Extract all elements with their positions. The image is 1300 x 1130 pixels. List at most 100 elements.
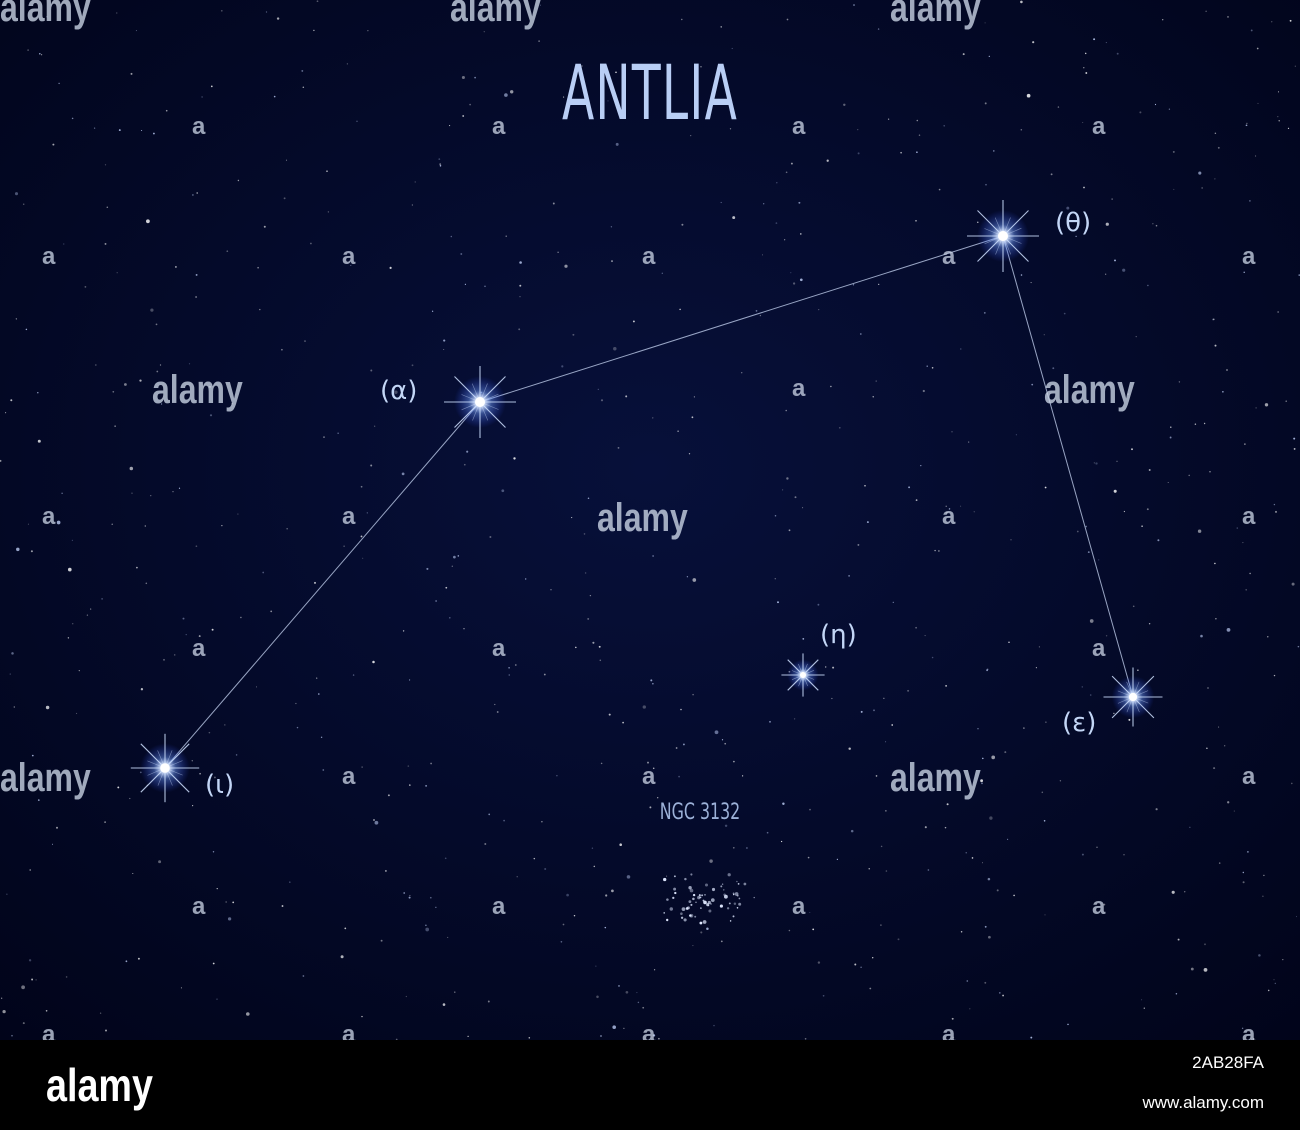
- background-star: [67, 637, 70, 639]
- background-star: [1273, 503, 1276, 506]
- background-star: [1215, 618, 1217, 620]
- background-star: [831, 697, 833, 700]
- background-star: [732, 216, 736, 220]
- background-star: [625, 395, 628, 398]
- background-star: [232, 901, 235, 904]
- cluster-star: [727, 873, 731, 877]
- watermark-mark: a: [342, 1021, 356, 1041]
- background-star: [31, 754, 34, 757]
- background-star: [1289, 19, 1292, 22]
- background-star: [84, 286, 87, 288]
- background-star: [599, 659, 602, 662]
- background-star: [450, 235, 453, 238]
- background-star: [510, 90, 514, 94]
- background-star: [63, 243, 65, 245]
- background-star: [86, 614, 89, 616]
- background-star: [11, 652, 14, 655]
- background-star: [1141, 525, 1143, 528]
- star-label-alpha: (α): [380, 376, 418, 406]
- background-star: [370, 369, 373, 372]
- background-star: [1190, 967, 1194, 971]
- background-star: [605, 894, 608, 897]
- background-star: [460, 253, 463, 255]
- background-star: [966, 980, 969, 982]
- background-star: [21, 985, 25, 990]
- background-star: [439, 163, 442, 165]
- background-star: [793, 718, 796, 720]
- background-star: [213, 776, 216, 779]
- background-star: [384, 869, 387, 872]
- background-star: [374, 425, 376, 427]
- background-star: [1285, 400, 1287, 402]
- background-star: [337, 432, 339, 434]
- background-star: [195, 545, 198, 548]
- site-url[interactable]: www.alamy.com: [1142, 1093, 1264, 1112]
- background-star: [285, 159, 288, 161]
- background-star: [1084, 52, 1087, 55]
- background-star: [774, 514, 777, 517]
- background-star: [1143, 1007, 1145, 1009]
- background-star: [611, 260, 613, 263]
- background-star: [897, 938, 900, 941]
- background-star: [1067, 1023, 1069, 1026]
- background-star: [618, 984, 620, 987]
- background-star: [1075, 235, 1077, 237]
- background-star: [1295, 916, 1298, 918]
- footer-logo[interactable]: alamy: [46, 1059, 153, 1111]
- background-star: [812, 928, 815, 931]
- background-star: [295, 702, 297, 705]
- background-star: [1167, 481, 1169, 484]
- background-star: [130, 72, 133, 75]
- background-star: [885, 810, 887, 812]
- background-star: [802, 507, 804, 509]
- background-star: [1087, 551, 1090, 553]
- background-star: [296, 726, 299, 729]
- background-star: [257, 266, 259, 269]
- background-star: [174, 265, 177, 268]
- background-star: [1255, 407, 1257, 409]
- background-star: [1218, 726, 1220, 728]
- background-star: [494, 703, 496, 706]
- background-star: [152, 132, 155, 135]
- background-star: [666, 875, 668, 877]
- background-star: [714, 730, 719, 735]
- background-star: [467, 1035, 469, 1038]
- background-star: [868, 868, 870, 870]
- background-star: [22, 1022, 25, 1025]
- background-star: [1131, 448, 1133, 451]
- background-star: [52, 143, 55, 146]
- background-star: [1154, 103, 1157, 106]
- background-star: [1020, 0, 1023, 4]
- background-star: [1245, 589, 1247, 591]
- watermark-logo: alamy: [597, 496, 688, 540]
- background-star: [825, 666, 827, 668]
- background-star: [1207, 687, 1209, 689]
- background-star: [11, 1034, 13, 1037]
- star-chart: [0, 0, 1300, 1040]
- background-star: [1242, 871, 1244, 874]
- star-epsilon: [1103, 667, 1163, 727]
- watermark-mark: a: [942, 503, 956, 530]
- star-eta: [781, 653, 825, 697]
- background-star: [615, 71, 617, 74]
- background-star: [13, 706, 15, 708]
- background-star: [636, 992, 638, 994]
- background-star: [435, 600, 437, 602]
- background-star: [637, 1001, 640, 1004]
- background-star: [652, 767, 655, 770]
- background-star: [652, 555, 654, 557]
- line-alpha-theta: [479, 235, 1004, 403]
- background-star: [788, 929, 791, 932]
- background-star: [625, 990, 629, 994]
- background-star: [525, 578, 527, 580]
- background-star: [1277, 115, 1279, 118]
- background-star: [464, 283, 466, 285]
- background-star: [971, 857, 974, 859]
- background-star: [1233, 810, 1235, 812]
- background-star: [945, 685, 947, 687]
- background-star: [191, 760, 193, 762]
- background-star: [1277, 91, 1280, 93]
- background-star: [136, 566, 138, 569]
- background-star: [604, 926, 607, 929]
- background-star: [513, 457, 516, 460]
